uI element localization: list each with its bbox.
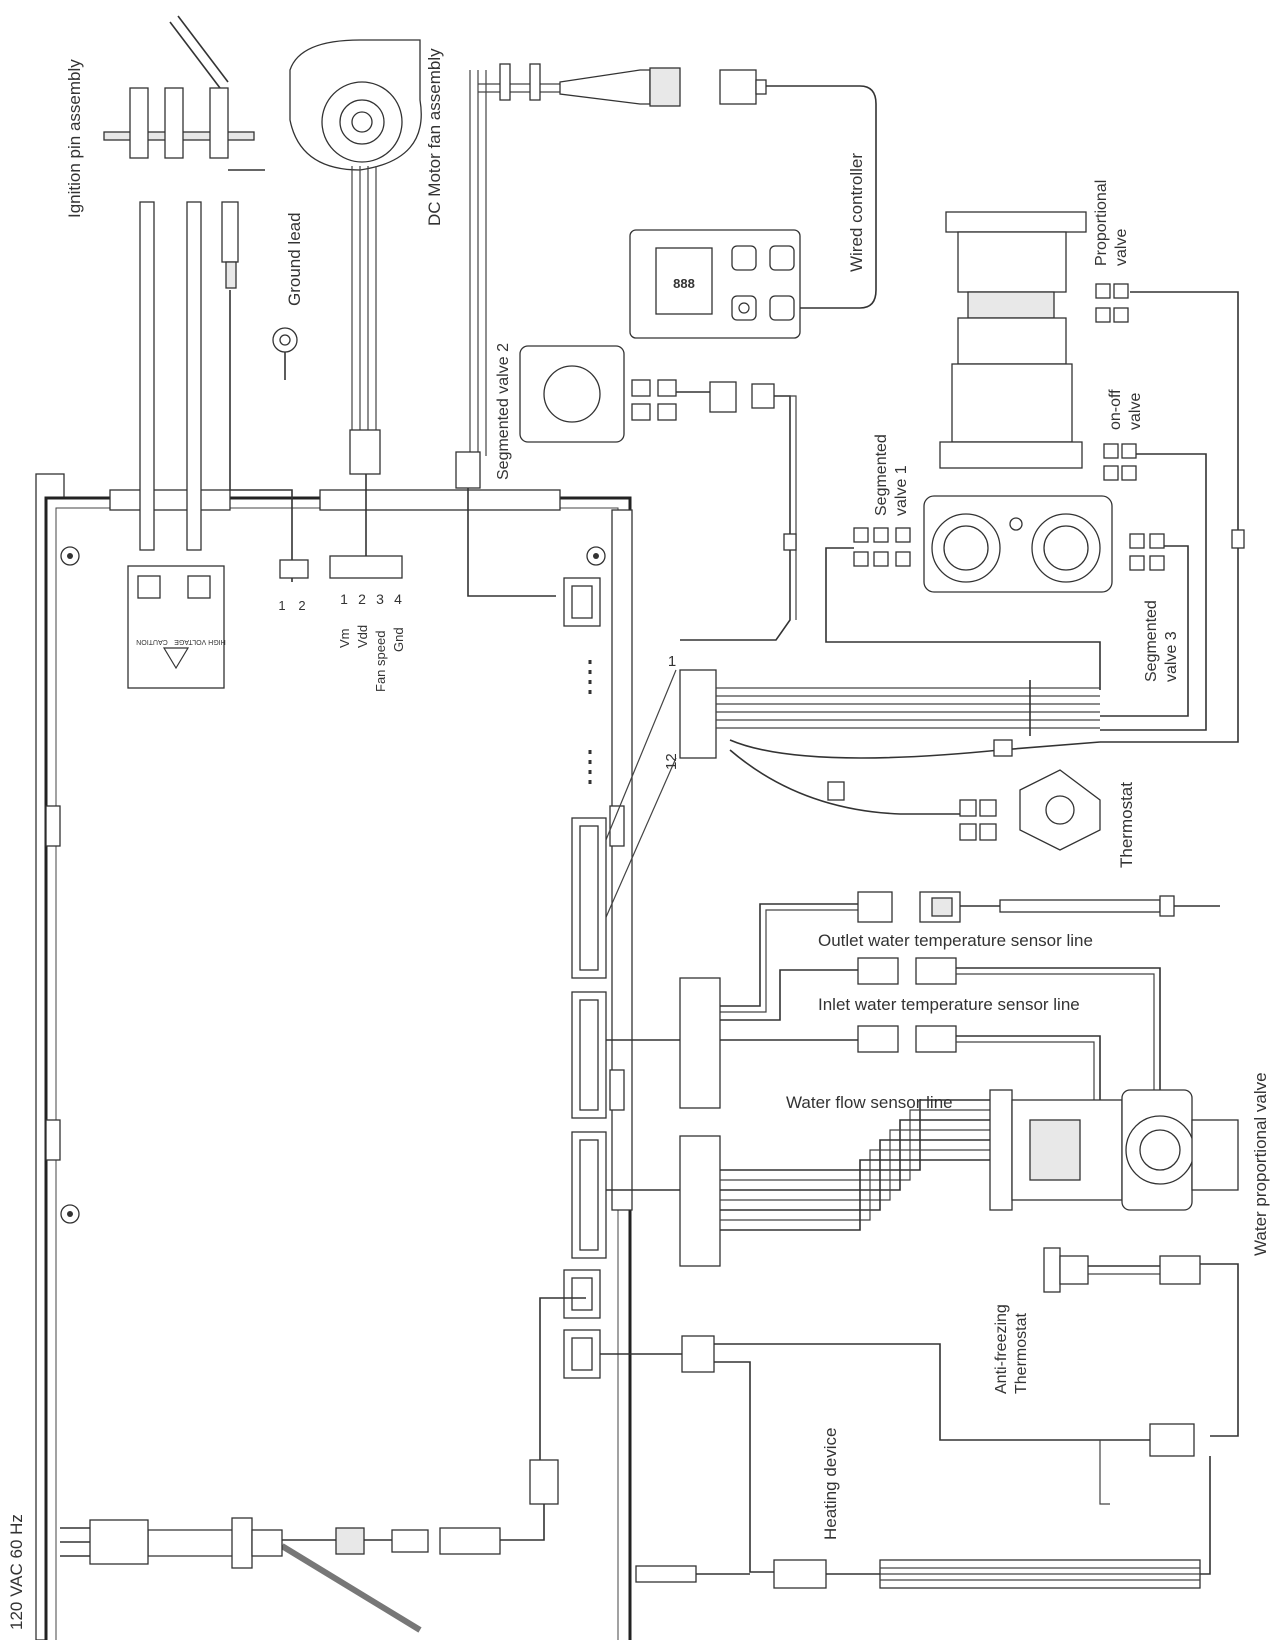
fan-pin-numbers: 1 2 3 4 Vm Vdd Fan speed Gnd — [337, 591, 406, 692]
fan-pin-4: 4 — [394, 591, 402, 607]
thermostat-label: Thermostat — [1117, 782, 1136, 868]
on-off-valve-label-2: valve — [1127, 393, 1144, 430]
ground-pin-2: 2 — [298, 598, 305, 613]
proportional-valve-label: Proportional valve — [1093, 175, 1130, 266]
heating-device — [600, 1335, 1211, 1589]
proportional-valve-label-1: Proportional — [1093, 180, 1110, 266]
sensor-harness-connectors — [606, 977, 721, 1267]
dc-motor-fan — [289, 39, 422, 579]
fan-pin-name-2: Vdd — [355, 625, 370, 648]
ground-pin-1: 1 — [278, 598, 285, 613]
fan-pin-3: 3 — [376, 591, 384, 607]
harness-pin-first: 1 — [668, 653, 676, 670]
segmented-valve-2 — [519, 345, 797, 641]
controller-power-button[interactable] — [731, 295, 757, 321]
segmented-valve-1-label-2: valve 1 — [893, 465, 910, 516]
inlet-sensor-label: Inlet water temperature sensor line — [818, 995, 1080, 1014]
ground-lead: 1 2 — [229, 290, 309, 613]
fan-pin-2: 2 — [358, 591, 366, 607]
segmented-valve-3-label-1: Segmented — [1143, 600, 1160, 682]
inlet-sensor — [720, 957, 1161, 1100]
anti-freezing-label-2: Thermostat — [1013, 1313, 1030, 1394]
segmented-valve-3-label: Segmented valve 3 — [1143, 596, 1180, 682]
caution-line1: CAUTION — [136, 638, 168, 645]
fan-pin-name-1: Vm — [337, 629, 352, 649]
fan-pin-name-4: Gnd — [391, 627, 406, 652]
on-off-valve-label-1: on-off — [1107, 389, 1124, 430]
segmented-valve-3-terminals — [1100, 533, 1189, 717]
warning-triangle-icon — [162, 647, 190, 670]
anti-freezing-thermostat — [1043, 1247, 1239, 1437]
power-cord — [60, 1297, 586, 1633]
proportional-valve-terminals — [1095, 283, 1245, 743]
ground-lead-label: Ground lead — [285, 212, 304, 306]
wired-controller-label: Wired controller — [847, 153, 866, 272]
segmented-valve-1-label-1: Segmented — [873, 434, 890, 516]
outlet-sensor — [720, 891, 1220, 1013]
main-harness — [595, 669, 1101, 941]
segmented-valve-2-label: Segmented valve 2 — [495, 343, 512, 480]
controller-down-button[interactable] — [769, 245, 795, 271]
segmented-valve-1-label: Segmented valve 1 — [873, 430, 910, 516]
water-proportional-valve — [720, 1089, 1239, 1231]
harness-connector — [679, 669, 717, 759]
heating-device-label: Heating device — [821, 1428, 840, 1540]
segmented-valve-3-label-2: valve 3 — [1163, 631, 1180, 682]
fan-connector — [329, 555, 403, 579]
flow-sensor — [720, 1025, 1101, 1100]
segmented-valve-1-terminals — [825, 527, 1101, 690]
outlet-sensor-label: Outlet water temperature sensor line — [818, 931, 1093, 950]
fan-pin-1: 1 — [340, 591, 348, 607]
flow-sensor-label: Water flow sensor line — [786, 1093, 953, 1112]
water-prop-valve-label: Water proportional valve — [1251, 1072, 1270, 1256]
on-off-valve-terminals — [1100, 443, 1207, 731]
board-connectors — [563, 577, 607, 1379]
anti-freezing-label-1: Anti-freezing — [993, 1304, 1010, 1394]
ground-connector — [279, 559, 309, 579]
harness-pin-last: 12 — [663, 753, 680, 770]
controller-fire-button[interactable] — [769, 295, 795, 321]
controller-up-button[interactable] — [731, 245, 757, 271]
power-label: 120 VAC 60 Hz — [7, 1514, 26, 1630]
power-icon — [738, 302, 750, 314]
anti-freezing-label: Anti-freezing Thermostat — [993, 1300, 1030, 1394]
proportional-valve-label-2: valve — [1113, 229, 1130, 266]
caution-line2: HIGH VOLTAGE — [174, 638, 226, 645]
thermostat — [959, 769, 1101, 851]
gas-valve-block — [923, 211, 1113, 593]
fan-label: DC Motor fan assembly — [425, 48, 444, 226]
fan-pin-name-3: Fan speed — [373, 631, 388, 692]
on-off-valve-label: on-off valve — [1107, 385, 1144, 430]
ignition-pin-assembly — [103, 15, 265, 551]
wired-controller: 888 — [629, 229, 801, 339]
ignition-label: Ignition pin assembly — [65, 59, 84, 218]
controller-display: 888 — [673, 276, 695, 291]
wired-controller-cable — [455, 63, 877, 597]
high-voltage-cover: CAUTION HIGH VOLTAGE — [127, 565, 226, 689]
